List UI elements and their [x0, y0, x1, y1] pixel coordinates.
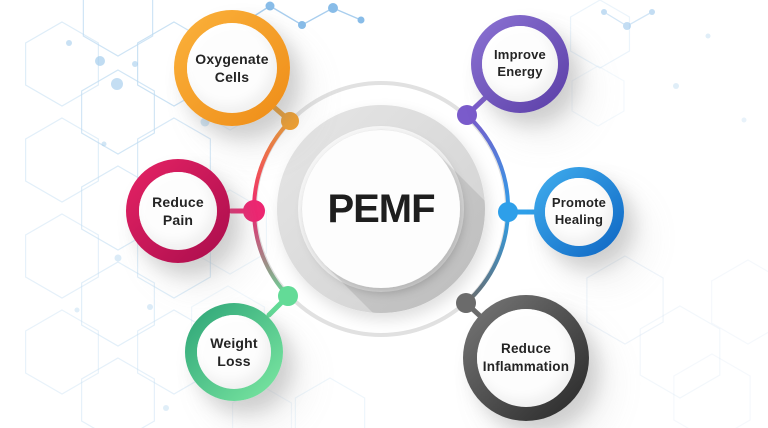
node-face: Improve Energy [482, 26, 558, 102]
node-face: Weight Loss [197, 315, 271, 389]
arc-healing-to-inflammation [464, 210, 510, 305]
node-label-line1: Reduce [501, 341, 551, 357]
dot-oxygenate [281, 112, 299, 130]
node-weight-loss: Weight Loss [185, 303, 283, 401]
node-label-line1: Reduce [152, 193, 204, 210]
node-improve-energy: Improve Energy [471, 15, 569, 113]
center-hub [277, 105, 485, 313]
node-label-line1: Promote [551, 195, 607, 211]
node-label-line2: Cells [214, 69, 250, 85]
node-label-line1: Oxygenate [195, 50, 269, 67]
node-label-line1: Weight [210, 334, 258, 351]
node-label-line1: Improve [494, 47, 546, 63]
node-label-line2: Energy [497, 64, 543, 79]
dot-weight [278, 286, 298, 306]
center-title: PEMF [327, 186, 435, 231]
dot-energy [457, 105, 477, 125]
node-label-line2: Pain [162, 212, 194, 228]
node-face: Reduce Inflammation [477, 309, 575, 407]
orbit-dots [243, 105, 518, 313]
node-promote-healing: Promote Healing [534, 167, 624, 257]
node-reduce-pain: Reduce Pain [126, 159, 230, 263]
arc-energy-to-healing [465, 113, 511, 214]
dot-healing [498, 202, 518, 222]
node-face: Promote Healing [545, 178, 613, 246]
dot-pain [243, 200, 265, 222]
pattern-dots [66, 32, 747, 411]
network-pattern [237, 1, 655, 30]
node-face: Reduce Pain [139, 172, 217, 250]
hub-face [302, 130, 460, 288]
node-label-line2: Healing [554, 212, 604, 227]
node-oxygenate-cells: Oxygenate Cells [174, 10, 290, 126]
node-label-line2: Loss [217, 353, 251, 369]
dot-inflammation [456, 293, 476, 313]
node-label-line2: Inflammation [482, 359, 570, 374]
node-reduce-inflammation: Reduce Inflammation [463, 295, 589, 421]
node-face: Oxygenate Cells [187, 23, 277, 113]
